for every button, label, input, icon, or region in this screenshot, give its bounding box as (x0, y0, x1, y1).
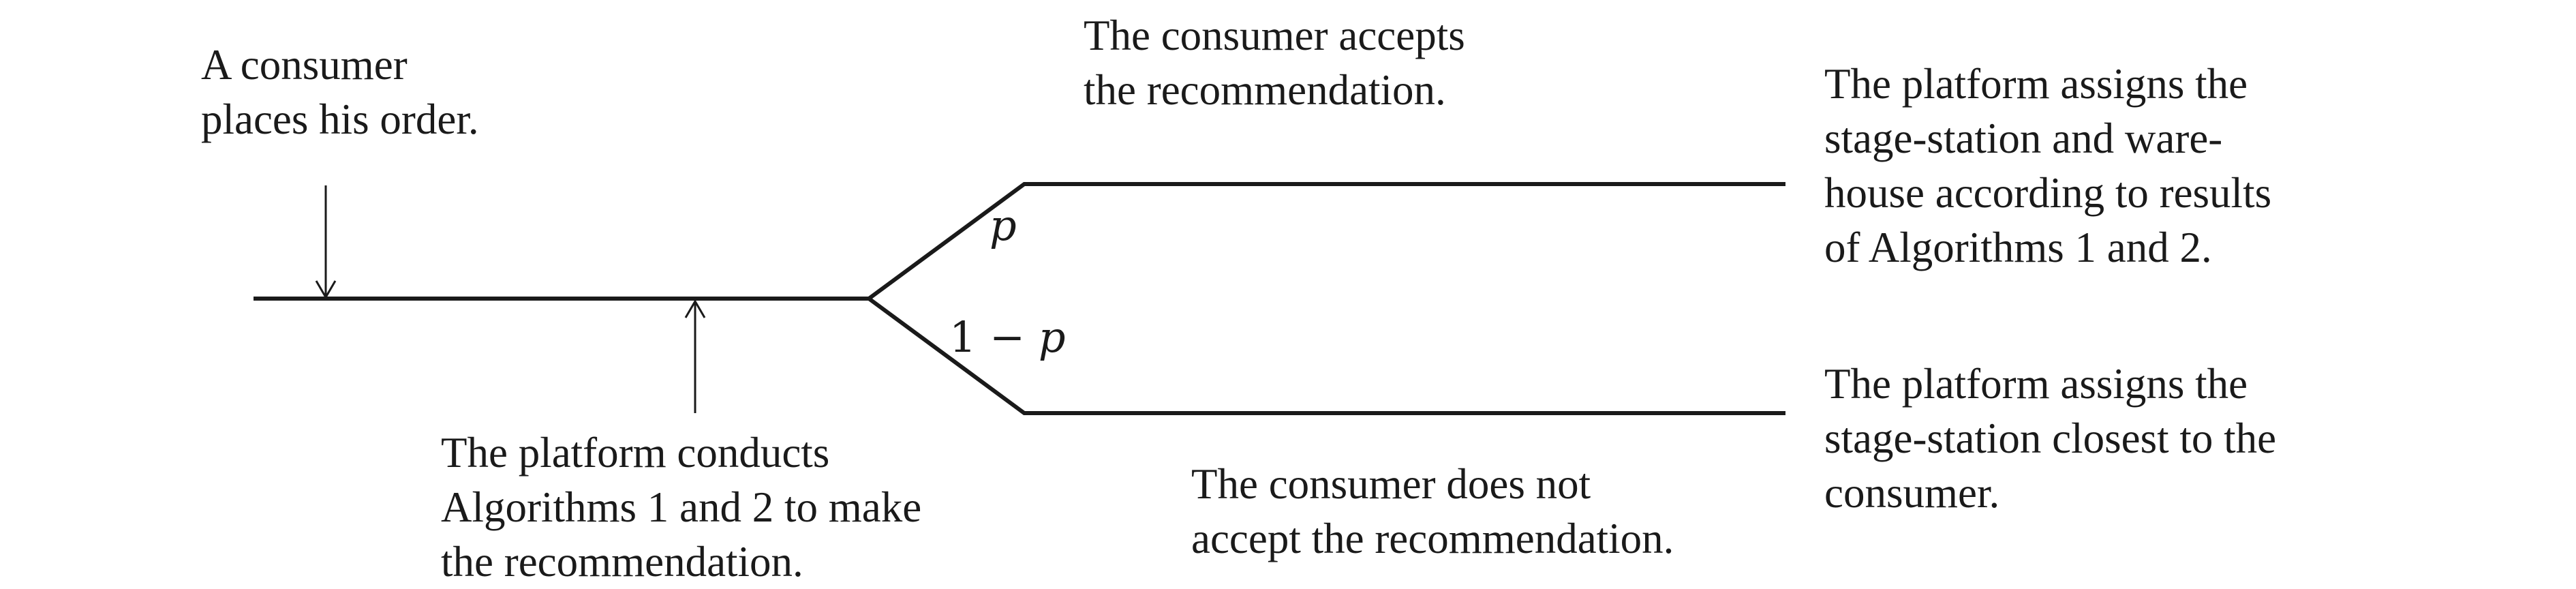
label-assign-upper: The platform assigns the stage-station a… (1824, 60, 2272, 271)
upper-branch-line (868, 182, 1785, 301)
order-arrow (315, 185, 337, 299)
label-order: A consumer places his order. (201, 41, 479, 143)
label-assign-lower: The platform assigns the stage-station c… (1824, 360, 2277, 517)
lower-branch-probability: 1 − p (949, 312, 1066, 362)
label-conduct: The platform conducts Algorithms 1 and 2… (441, 429, 922, 586)
conduct-arrow (684, 299, 706, 413)
upper-branch-probability: p (990, 200, 1017, 250)
label-accepts: The consumer accepts the recommendation. (1084, 12, 1465, 114)
lower-branch-line (868, 297, 1785, 415)
label-not-accepts: The consumer does not accept the recomme… (1191, 460, 1674, 562)
